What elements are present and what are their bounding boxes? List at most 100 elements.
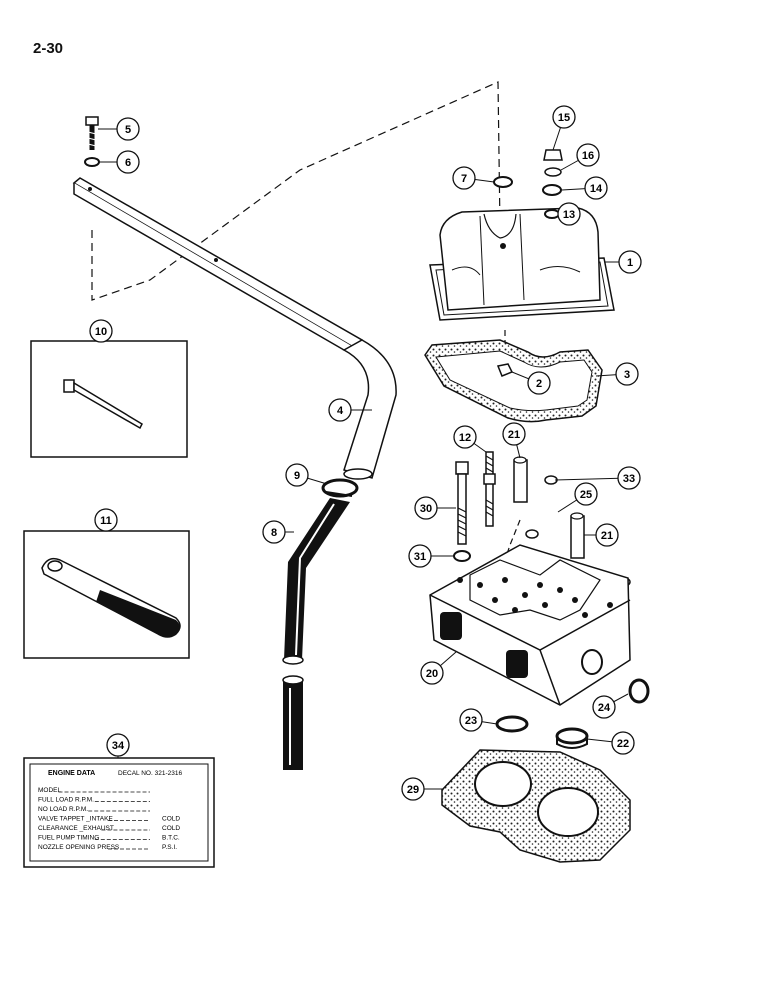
callout-circle — [401, 777, 425, 801]
callout-15: 15 — [552, 105, 576, 151]
callout-circle — [552, 105, 576, 129]
callout-11: 11 — [94, 508, 118, 532]
callout-number: 14 — [590, 183, 603, 195]
callout-number: 8 — [271, 527, 277, 539]
callout-number: 20 — [426, 668, 438, 680]
callout-number: 21 — [508, 429, 520, 441]
callout-circle — [557, 202, 581, 226]
decal-row-unit: B.T.C. — [162, 835, 180, 842]
callout-circle — [611, 731, 635, 755]
callout-24: 24 — [592, 693, 629, 719]
callout-1: 1 — [605, 250, 642, 274]
callout-8: 8 — [262, 520, 294, 544]
callout-number: 15 — [558, 112, 570, 124]
breather-tube-part — [72, 177, 397, 480]
tool-box-10 — [30, 340, 188, 458]
engine-data-decal: ENGINE DATA DECAL NO. 321-2316 MODEL FULL… — [23, 757, 215, 868]
cover-small-parts — [493, 149, 563, 219]
callout-5: 5 — [98, 117, 140, 141]
hose-part — [282, 498, 350, 770]
callout-circle — [285, 463, 309, 487]
callout-circle — [116, 150, 140, 174]
tool-box-11 — [23, 530, 190, 659]
callout-circle — [527, 371, 551, 395]
callout-34: 34 — [106, 733, 130, 758]
callout-number: 3 — [624, 369, 630, 381]
callout-circle — [453, 425, 477, 449]
callout-circle — [595, 523, 619, 547]
callout-number: 10 — [95, 326, 107, 338]
callout-2: 2 — [511, 371, 551, 395]
callout-number: 24 — [598, 702, 611, 714]
decal-number: DECAL NO. 321-2316 — [118, 770, 182, 777]
cylinder-head-part — [429, 544, 631, 706]
callout-circle — [414, 496, 438, 520]
decal-row-label: NOZZLE OPENING PRESS — [38, 844, 120, 851]
callout-circle — [618, 250, 642, 274]
callout-number: 6 — [125, 157, 131, 169]
callout-circle — [116, 117, 140, 141]
cover-gasket-part — [424, 339, 603, 423]
callout-number: 21 — [601, 530, 613, 542]
callout-9: 9 — [285, 463, 328, 487]
callout-circle — [615, 362, 639, 386]
decal-row-label: FULL LOAD R.P.M. — [38, 797, 94, 804]
callout-number: 30 — [420, 503, 432, 515]
decal-row-label: NO LOAD R.P.M. — [38, 806, 88, 813]
callout-circle — [408, 544, 432, 568]
decal-row-label: CLEARANCE _EXHAUST — [38, 825, 114, 832]
callout-number: 11 — [100, 515, 112, 527]
callout-29: 29 — [401, 777, 444, 801]
callout-number: 23 — [465, 715, 477, 727]
callout-30: 30 — [414, 496, 456, 520]
callout-number: 25 — [580, 489, 592, 501]
callout-3: 3 — [595, 362, 639, 386]
callout-21: 21 — [584, 523, 619, 547]
callout-number: 22 — [617, 738, 629, 750]
callouts: 1234567891011121314151620212122232425293… — [89, 105, 642, 801]
decal-row-label: VALVE TAPPET _INTAKE — [38, 816, 113, 823]
callout-number: 1 — [627, 257, 633, 269]
head-bolts-studs — [453, 451, 631, 587]
decal-row-unit: COLD — [162, 825, 180, 832]
bolt-part — [85, 116, 99, 150]
callout-16: 16 — [560, 143, 600, 171]
decal-row-unit: COLD — [162, 816, 180, 823]
hose-clamp-part — [321, 478, 359, 498]
callout-number: 9 — [294, 470, 300, 482]
callout-circle — [262, 520, 286, 544]
callout-13: 13 — [557, 202, 581, 226]
callout-number: 13 — [563, 209, 575, 221]
callout-circle — [502, 422, 526, 446]
callout-14: 14 — [561, 176, 608, 200]
callout-circle — [617, 466, 641, 490]
decal-row-label: MODEL — [38, 787, 62, 794]
callout-22: 22 — [586, 731, 635, 755]
callout-6: 6 — [99, 150, 140, 174]
decal-title: ENGINE DATA — [48, 770, 95, 777]
callout-circle — [328, 398, 352, 422]
callout-circle — [94, 508, 118, 532]
callout-number: 33 — [623, 473, 635, 485]
decal-row-unit: P.S.I. — [162, 844, 177, 851]
callout-number: 2 — [536, 378, 542, 390]
callout-number: 12 — [459, 432, 471, 444]
callout-25: 25 — [557, 482, 598, 513]
callout-circle — [576, 143, 600, 167]
seal-rings — [495, 678, 650, 749]
callout-number: 16 — [582, 150, 594, 162]
callout-33: 33 — [554, 466, 641, 490]
rocker-cover-part — [429, 207, 615, 321]
dashed-guide-line — [91, 81, 501, 301]
callout-10: 10 — [89, 319, 113, 343]
callout-number: 31 — [414, 551, 426, 563]
callout-circle — [592, 695, 616, 719]
callout-circle — [574, 482, 598, 506]
callout-20: 20 — [420, 651, 457, 685]
callout-23: 23 — [459, 708, 498, 732]
callout-7: 7 — [452, 166, 495, 190]
callout-circle — [420, 661, 444, 685]
callout-number: 7 — [461, 173, 467, 185]
callout-circle — [106, 733, 130, 757]
